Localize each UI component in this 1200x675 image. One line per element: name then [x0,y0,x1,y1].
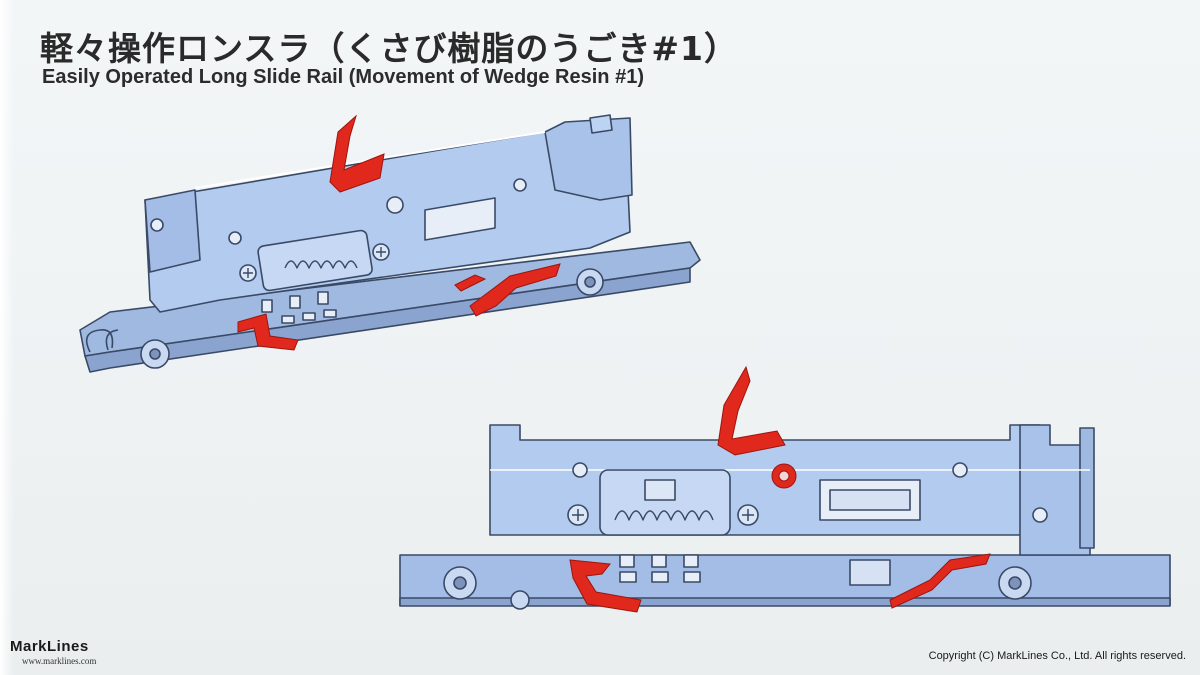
wedge-small-perspective [454,274,487,292]
logo-url: www.marklines.com [22,656,97,666]
lower-rail-side [84,267,691,373]
slot-3 [323,309,337,318]
slot-side-7 [849,559,891,586]
title-japanese: 軽々操作ロンスラ（くさび樹脂のうごき#1） [40,29,738,68]
slot-4 [261,299,273,313]
title-english: Easily Operated Long Slide Rail (Movemen… [42,66,644,88]
right-post [1079,427,1095,549]
lever-top-side [717,365,786,456]
slot-side-2 [651,554,667,568]
hole-b [513,178,527,192]
upper-window [424,197,496,241]
hole-d [150,218,164,232]
slot-6 [317,291,329,305]
spring-coil-side [614,510,714,521]
slot-5 [289,295,301,309]
rail-perspective-view [79,114,701,373]
slot-side-4 [619,571,637,583]
wedge-right-side [889,553,991,609]
marklines-logo: MarkLines [10,638,89,655]
wedge-left-perspective [237,313,299,351]
hole-side-b [952,462,968,478]
left-end-block [144,189,201,273]
spring-housing-side [599,469,731,536]
slot-side-3 [683,554,699,568]
left-hooks [85,329,119,353]
copyright-notice: Copyright (C) MarkLines Co., Ltd. All ri… [928,650,1186,662]
hole-side-a [572,462,588,478]
hole-c [228,231,242,245]
wedge-left-side [569,559,642,613]
slide-edge [0,0,14,675]
slot-side-6 [683,571,701,583]
slot-side-5 [651,571,669,583]
slot-2 [302,312,316,321]
slot-1 [281,315,295,324]
rail-side-view [399,424,1171,610]
hole-side-c [1032,507,1048,523]
right-end-block [544,117,633,201]
spring-coil [284,260,358,269]
wedge-right-perspective [469,263,561,317]
hole-a [386,196,404,214]
wedge-resin-perspective [237,114,561,351]
lever-top-perspective [329,114,385,193]
slot-side-1 [619,554,635,568]
roller-small-side [510,590,530,610]
wedge-resin-side [569,365,991,613]
right-end-tab [589,114,613,134]
